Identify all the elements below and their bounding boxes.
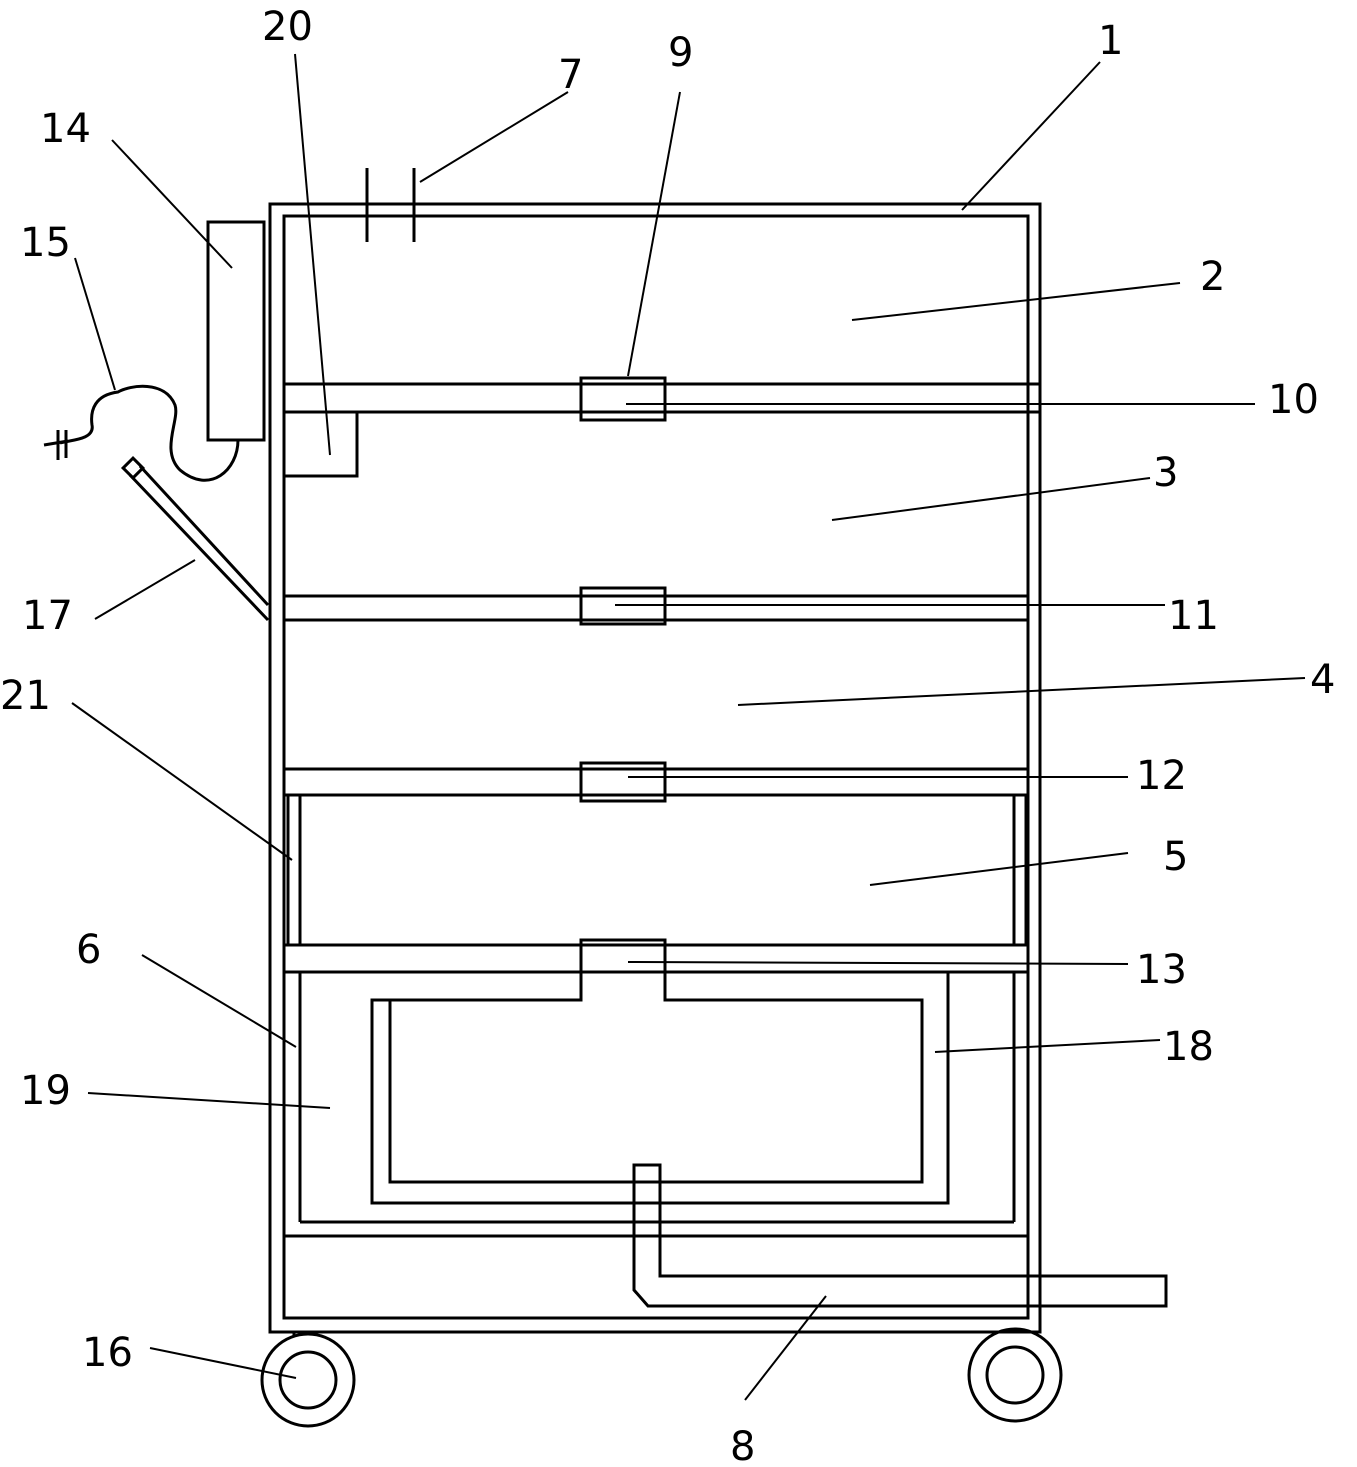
label-14: 14 — [40, 106, 91, 152]
right-wheel — [967, 1327, 1063, 1423]
label-5: 5 — [1163, 834, 1188, 880]
label-16: 16 — [82, 1330, 133, 1376]
tank — [370, 972, 950, 1205]
control-box — [282, 410, 359, 478]
drawer-5 — [286, 795, 1028, 945]
shelf-1 — [284, 376, 1040, 422]
shelf-4 — [284, 938, 1028, 974]
side-handle — [120, 455, 270, 622]
label-12: 12 — [1136, 753, 1187, 799]
label-19: 19 — [20, 1068, 71, 1114]
top-vent — [365, 168, 416, 242]
power-cable — [43, 384, 240, 482]
label-15: 15 — [20, 220, 71, 266]
left-wheel — [260, 1332, 356, 1428]
label-18: 18 — [1163, 1024, 1214, 1070]
label-17: 17 — [22, 593, 73, 639]
label-7: 7 — [558, 52, 583, 98]
label-10: 10 — [1268, 377, 1319, 423]
label-21: 21 — [0, 673, 51, 719]
label-3: 3 — [1153, 450, 1178, 496]
leader-lines — [71, 53, 1306, 1401]
label-9: 9 — [668, 30, 693, 76]
label-20: 20 — [262, 4, 313, 50]
cabinet-body — [268, 202, 1042, 1334]
part-labels: 1 2 3 4 5 6 7 8 9 10 11 12 13 14 15 16 1… — [0, 4, 1335, 1467]
label-4: 4 — [1310, 657, 1335, 703]
drain-pipe — [632, 1163, 1168, 1308]
label-1: 1 — [1098, 18, 1123, 64]
lower-compartment — [284, 972, 1028, 1238]
label-6: 6 — [76, 927, 101, 973]
power-box — [206, 220, 266, 442]
shelf-3 — [284, 761, 1028, 803]
label-8: 8 — [730, 1424, 755, 1467]
shelf-2 — [284, 586, 1028, 626]
label-13: 13 — [1136, 947, 1187, 993]
label-2: 2 — [1200, 254, 1225, 300]
label-11: 11 — [1168, 593, 1219, 639]
